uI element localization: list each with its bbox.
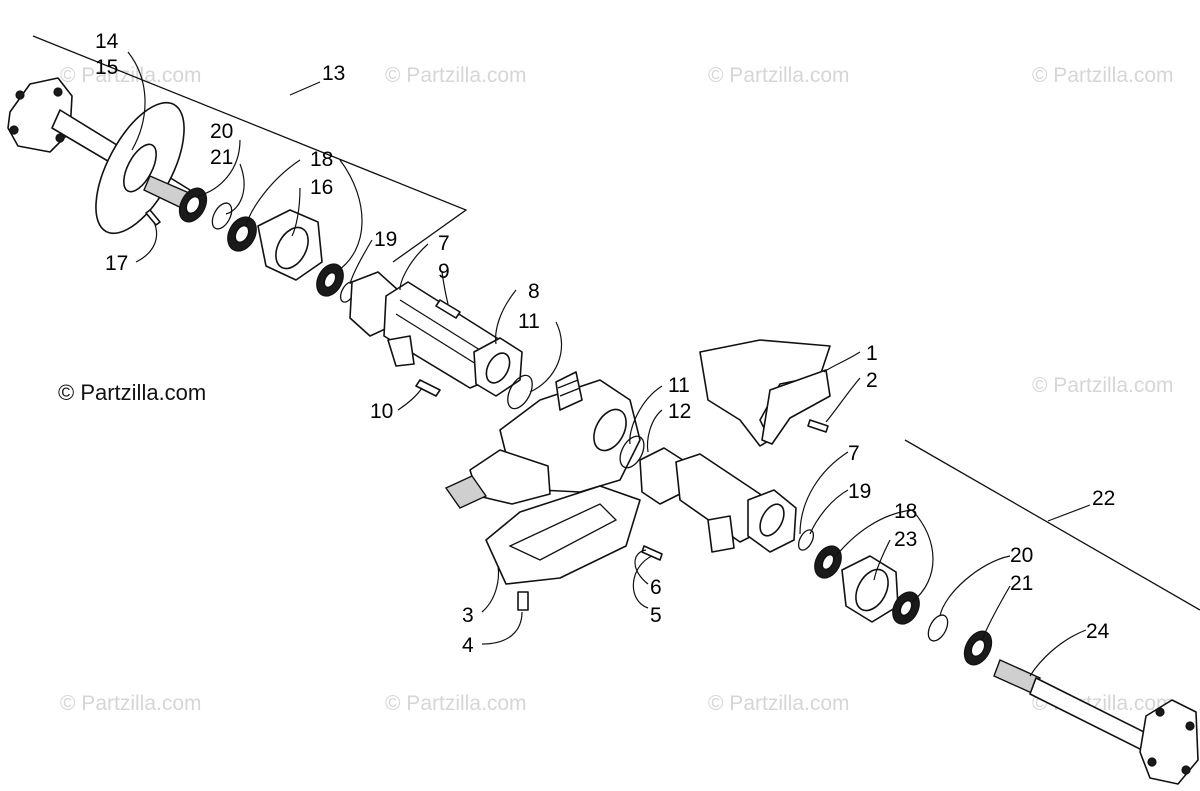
- hub-stud: [1181, 765, 1191, 775]
- callout-8: 8: [528, 280, 540, 303]
- copyright-credit: © Partzilla.com: [58, 380, 207, 405]
- bearing-18-left-inner-bore: [323, 271, 337, 289]
- skid-plate-3: [485, 485, 641, 585]
- bolt-10: [415, 379, 441, 397]
- callout-10: 10: [370, 400, 393, 423]
- skid-plate: [485, 485, 663, 611]
- callout-9: 9: [438, 260, 450, 283]
- flange-8-bore: [485, 352, 511, 384]
- callout-2: 2: [866, 369, 878, 392]
- tube-bracket: [387, 335, 415, 367]
- callout-18-left: 18: [310, 148, 333, 171]
- watermark: © Partzilla.com: [1032, 64, 1174, 87]
- bolt-2: [807, 419, 829, 433]
- callouts: 14 15 13 20 21 18 16 17 19 7 9 8 11 10 1…: [95, 30, 1115, 657]
- hub-stud: [55, 133, 65, 143]
- hub-stud: [53, 87, 63, 97]
- callout-23: 23: [894, 528, 917, 551]
- watermark: © Partzilla.com: [385, 692, 527, 715]
- watermark: © Partzilla.com: [60, 692, 202, 715]
- mount-bracket: [699, 339, 831, 447]
- callout-20-left: 20: [210, 120, 233, 143]
- left-seals-bearings: [178, 187, 357, 303]
- callout-5: 5: [650, 604, 662, 627]
- bolt-6: [641, 545, 663, 561]
- gearcase-port: [593, 408, 627, 452]
- callout-11-right: 11: [668, 374, 690, 397]
- hub-stud: [1155, 707, 1165, 717]
- o-ring-11-right: [619, 435, 645, 469]
- assembly-bracket-13: [32, 35, 468, 263]
- hub-stud: [1147, 757, 1157, 767]
- callout-21-left: 21: [210, 146, 233, 169]
- callout-22: 22: [1092, 487, 1115, 510]
- hub-stud: [9, 125, 19, 135]
- callout-24: 24: [1086, 620, 1110, 643]
- hub-stud: [15, 90, 25, 100]
- callout-16: 16: [310, 176, 333, 199]
- snap-ring-21-right: [927, 614, 949, 642]
- watermark: © Partzilla.com: [1032, 374, 1174, 397]
- callout-7-left: 7: [438, 232, 450, 255]
- bolt-9: [435, 299, 461, 319]
- left-diff-flange: [473, 337, 533, 410]
- callout-7-right: 7: [848, 442, 860, 465]
- bearing-18-right-inner-bore: [821, 553, 835, 571]
- callout-14: 14: [95, 30, 119, 53]
- callout-17: 17: [105, 252, 128, 275]
- left-axle-assembly: [7, 77, 197, 235]
- callout-12: 12: [668, 400, 691, 423]
- callout-19-right: 19: [848, 480, 871, 503]
- leader-lines: [127, 51, 1087, 677]
- callout-15: 15: [95, 56, 118, 79]
- seal-20-left-inner: [185, 195, 201, 215]
- gasket-right-bore: [759, 503, 785, 537]
- callout-4: 4: [462, 634, 474, 657]
- right-axle-tube: [639, 447, 815, 553]
- watermark: © Partzilla.com: [708, 64, 850, 87]
- callout-3: 3: [462, 604, 474, 627]
- snap-ring-19-right: [797, 529, 815, 551]
- callout-18-right: 18: [894, 500, 917, 523]
- callout-11-left: 11: [518, 310, 540, 333]
- snap-ring-21-left: [211, 202, 233, 230]
- callout-6: 6: [650, 576, 662, 599]
- callout-20-right: 20: [1010, 544, 1033, 567]
- bearing-18-right-outer-bore: [899, 599, 913, 617]
- callout-1: 1: [866, 342, 878, 365]
- callout-19-left: 19: [374, 228, 397, 251]
- brake-disc-hub: [123, 143, 157, 193]
- o-ring-11-left: [507, 374, 533, 410]
- bearing-housing-23-bore: [855, 568, 889, 612]
- right-axle-assembly: [993, 659, 1199, 785]
- bearing-housing-16-bore: [275, 226, 309, 270]
- callout-21-right: 21: [1010, 572, 1033, 595]
- differential-gearcase: [444, 371, 645, 509]
- watermark: © Partzilla.com: [708, 692, 850, 715]
- pinion-spline: [444, 475, 488, 509]
- watermark: © Partzilla.com: [385, 64, 527, 87]
- hub-stud: [1185, 721, 1195, 731]
- bolt-4: [517, 591, 529, 611]
- screw-17: [145, 209, 161, 226]
- callout-13: 13: [322, 62, 345, 85]
- left-axle-tube: [349, 271, 501, 397]
- right-seals-bearings: [814, 545, 993, 666]
- tube-bracket-right: [707, 515, 735, 553]
- assembly-bracket-22: [904, 439, 1200, 611]
